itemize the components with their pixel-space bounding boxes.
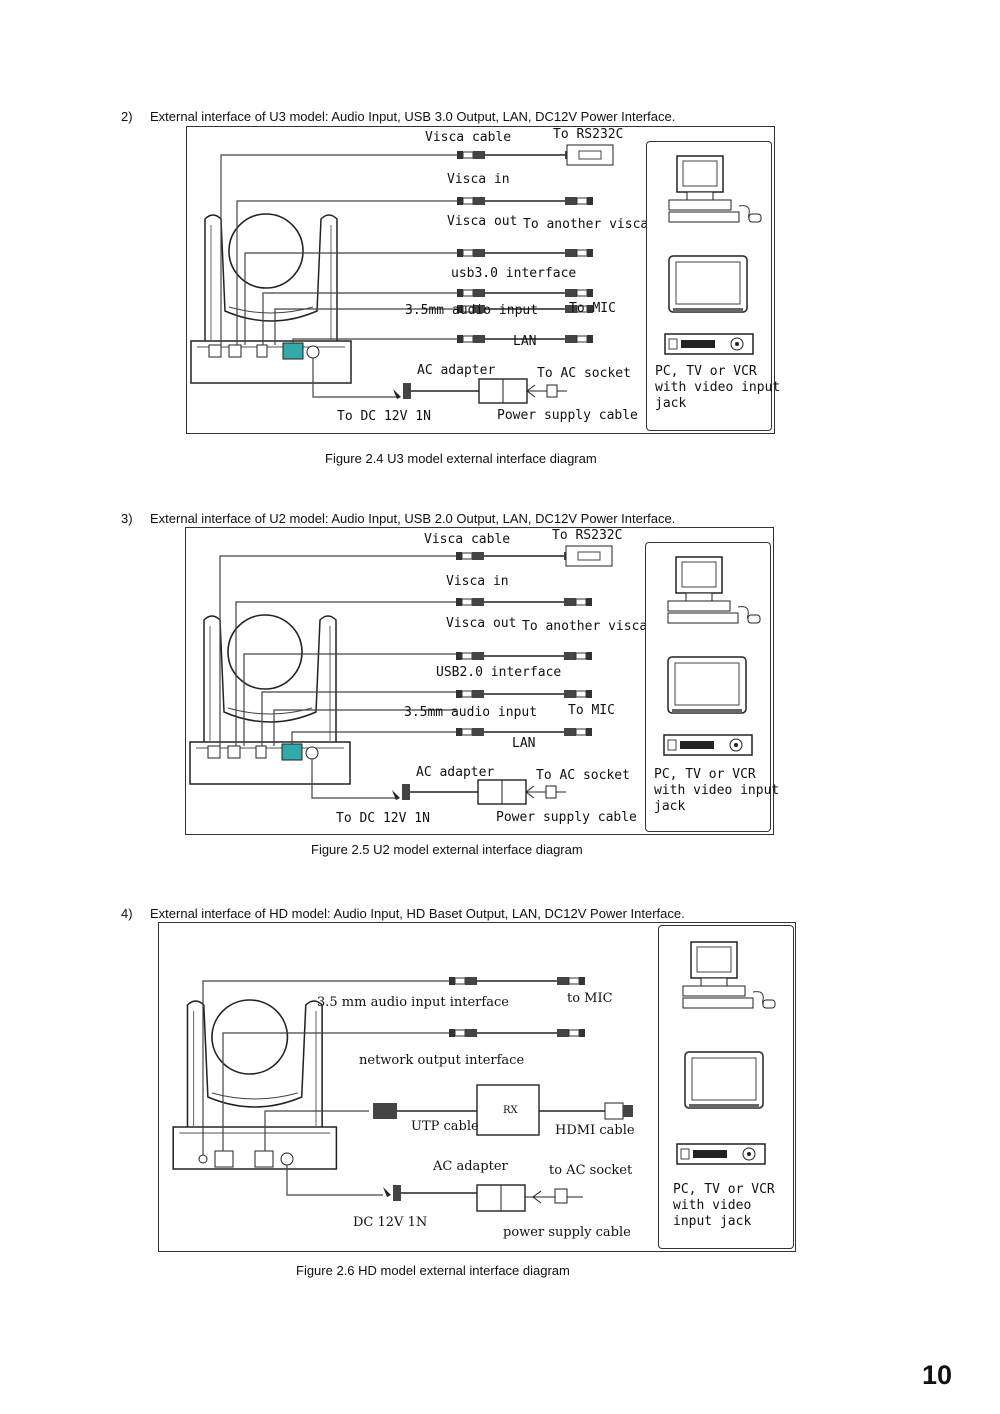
section-number: 2) <box>121 109 133 124</box>
label-to-rs232c: To RS232C <box>552 528 623 543</box>
figure-caption-u3: Figure 2.4 U3 model external interface d… <box>325 451 597 466</box>
label-power-supply-cable: power supply cable <box>503 1225 631 1240</box>
section-heading-text: External interface of U2 model: Audio In… <box>150 511 676 526</box>
label-ac-adapter: AC adapter <box>417 363 496 378</box>
label-to-ac-socket: to AC socket <box>549 1163 633 1178</box>
label-visca-cable: Visca cable <box>424 532 511 547</box>
camera-ports <box>207 743 319 761</box>
label-lan: LAN <box>512 736 536 751</box>
label-to-mic: to MIC <box>567 991 613 1006</box>
label-visca-in: Visca in <box>447 172 510 187</box>
label-power-cable: Power supply cable <box>496 810 637 825</box>
hd-interface-diagram: 3.5 mm audio input interface to MIC netw… <box>158 922 796 1252</box>
u3-interface-diagram: Visca cable To RS232C Visca in Visca out… <box>186 126 780 434</box>
label-network-output: network output interface <box>359 1053 525 1068</box>
label-visca-out: Visca out <box>446 616 517 631</box>
display-devices-panel: PC, TV or VCR with video input jack <box>646 141 780 431</box>
label-to-dc: To DC 12V 1N <box>337 409 431 424</box>
section-number: 4) <box>121 906 133 921</box>
label-to-another-visca: To another visca <box>522 619 648 634</box>
label-to-another-visca: To another visca <box>523 217 649 232</box>
label-to-dc: To DC 12V 1N <box>336 811 430 826</box>
label-usb-interface: usb3.0 interface <box>451 266 577 281</box>
figure-caption-hd: Figure 2.6 HD model external interface d… <box>296 1263 570 1278</box>
label-to-rs232c: To RS232C <box>553 127 624 142</box>
label-audio-input: 3.5mm audio input <box>405 303 539 318</box>
section-heading-text: External interface of U3 model: Audio In… <box>150 109 676 124</box>
devices-label: PC, TV or VCR with video input jack <box>655 364 781 411</box>
camera-ports <box>208 342 320 360</box>
u3-diagram-art <box>190 144 614 404</box>
label-to-mic: To MIC <box>569 301 616 316</box>
display-devices-panel: PC, TV or VCR with video input jack <box>658 925 794 1249</box>
label-visca-cable: Visca cable <box>425 130 512 145</box>
page-number: 10 <box>922 1360 953 1390</box>
label-utp-cable: UTP cable <box>411 1119 479 1134</box>
section-heading-text: External interface of HD model: Audio In… <box>150 906 685 921</box>
u2-interface-diagram: Visca cable To RS232C Visca in Visca out… <box>185 527 779 835</box>
camera-ports <box>198 1150 294 1168</box>
label-ac-adapter: AC adapter <box>433 1159 508 1174</box>
label-audio-input-interface: 3.5 mm audio input interface <box>317 995 509 1010</box>
label-visca-in: Visca in <box>446 574 509 589</box>
devices-label: PC, TV or VCR with video input jack <box>654 767 780 814</box>
u2-diagram-art <box>189 545 613 805</box>
label-audio-input: 3.5mm audio input <box>404 705 538 720</box>
label-rx: RX <box>503 1105 518 1116</box>
display-devices-panel: PC, TV or VCR with video input jack <box>645 542 779 832</box>
label-ac-adapter: AC adapter <box>416 765 495 780</box>
hd-diagram-art <box>172 976 633 1212</box>
label-to-mic: To MIC <box>568 703 615 718</box>
label-dc-12v: DC 12V 1N <box>353 1215 428 1230</box>
label-lan: LAN <box>513 334 537 349</box>
label-hdmi-cable: HDMI cable <box>555 1123 635 1138</box>
label-usb-interface: USB2.0 interface <box>436 665 562 680</box>
label-to-ac-socket: To AC socket <box>537 366 631 381</box>
label-to-ac-socket: To AC socket <box>536 768 630 783</box>
label-visca-out: Visca out <box>447 214 518 229</box>
label-power-cable: Power supply cable <box>497 408 638 423</box>
section-number: 3) <box>121 511 133 526</box>
devices-label: PC, TV or VCR with video input jack <box>673 1182 775 1229</box>
figure-caption-u2: Figure 2.5 U2 model external interface d… <box>311 842 583 857</box>
